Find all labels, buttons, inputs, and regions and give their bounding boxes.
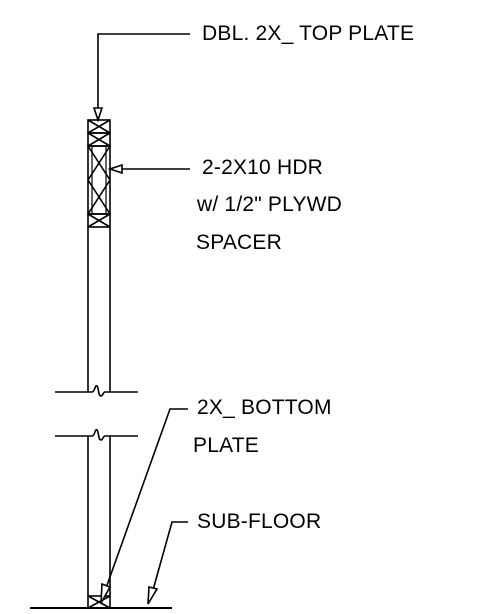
label-bottom-plate-line1: 2X_ BOTTOM [197, 396, 332, 419]
break-line-upper [55, 384, 138, 397]
break-line-lower [55, 428, 138, 441]
label-header-line2: w/ 1/2" PLYWD [197, 193, 343, 216]
label-header-line1: 2-2X10 HDR [202, 156, 324, 179]
label-top-plate: DBL. 2X_ TOP PLATE [202, 22, 415, 45]
label-bottom-plate-line2: PLATE [193, 434, 259, 457]
top-plate [87, 119, 111, 147]
label-subfloor: SUB-FLOOR [197, 510, 322, 533]
bottom-plate [87, 595, 111, 609]
wall-stud-lower [87, 436, 111, 596]
leader-bottom-plate [100, 408, 188, 604]
leader-top-plate [92, 33, 190, 123]
leader-subfloor [147, 521, 188, 605]
wall-stud-upper [87, 227, 111, 392]
header-bottom-block [87, 213, 111, 228]
header [87, 145, 111, 215]
label-header-line3: SPACER [196, 231, 282, 254]
leader-header [107, 163, 190, 175]
